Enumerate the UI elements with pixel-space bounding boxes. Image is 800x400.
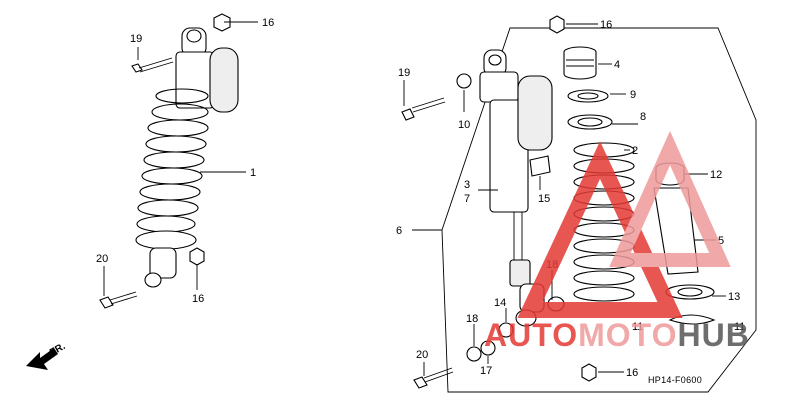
callout-16-bottom-left: 16 xyxy=(192,293,204,305)
callout-20-left: 20 xyxy=(96,253,108,265)
left-shock-assembly xyxy=(99,13,239,309)
watermark-hub: HUB xyxy=(677,317,749,353)
callout-4: 4 xyxy=(614,59,620,71)
callout-9: 9 xyxy=(630,89,636,101)
watermark-logo xyxy=(517,130,731,318)
callout-8: 8 xyxy=(640,111,646,123)
callout-18-lower: 18 xyxy=(466,313,478,325)
callout-11-b: 11 xyxy=(734,321,745,333)
callout-16-bottom-right: 16 xyxy=(626,367,638,379)
callout-10: 10 xyxy=(458,119,470,131)
front-direction-label: FR. xyxy=(48,341,68,359)
callout-5: 5 xyxy=(718,235,724,247)
assembly-bracket xyxy=(441,27,757,393)
callout-13: 13 xyxy=(728,291,740,303)
callout-12: 12 xyxy=(710,169,722,181)
callout-16-top-left: 16 xyxy=(262,17,274,29)
watermark: AUTOMOTOHUB xyxy=(484,130,750,353)
watermark-moto: MOTO xyxy=(578,317,677,353)
callout-1: 1 xyxy=(250,167,256,179)
callout-7: 7 xyxy=(464,193,470,205)
callout-6: 6 xyxy=(396,225,402,237)
callout-19-right: 19 xyxy=(398,67,410,79)
watermark-auto: AUTO xyxy=(484,317,578,353)
callout-19-left: 19 xyxy=(130,33,142,45)
callout-3: 3 xyxy=(464,179,470,191)
callout-16-top-right: 16 xyxy=(600,19,612,31)
callout-11-a: 11 xyxy=(632,321,643,333)
callout-20-right: 20 xyxy=(416,349,428,361)
callout-14: 14 xyxy=(494,297,506,309)
callout-17: 17 xyxy=(480,365,492,377)
callout-15: 15 xyxy=(538,193,550,205)
left-leader-lines xyxy=(103,21,258,296)
callout-2: 2 xyxy=(632,145,638,157)
front-direction-arrow: FR. xyxy=(26,341,68,370)
watermark-text: AUTOMOTOHUB xyxy=(484,317,750,353)
diagram-code: HP14-F0600 xyxy=(648,375,702,385)
